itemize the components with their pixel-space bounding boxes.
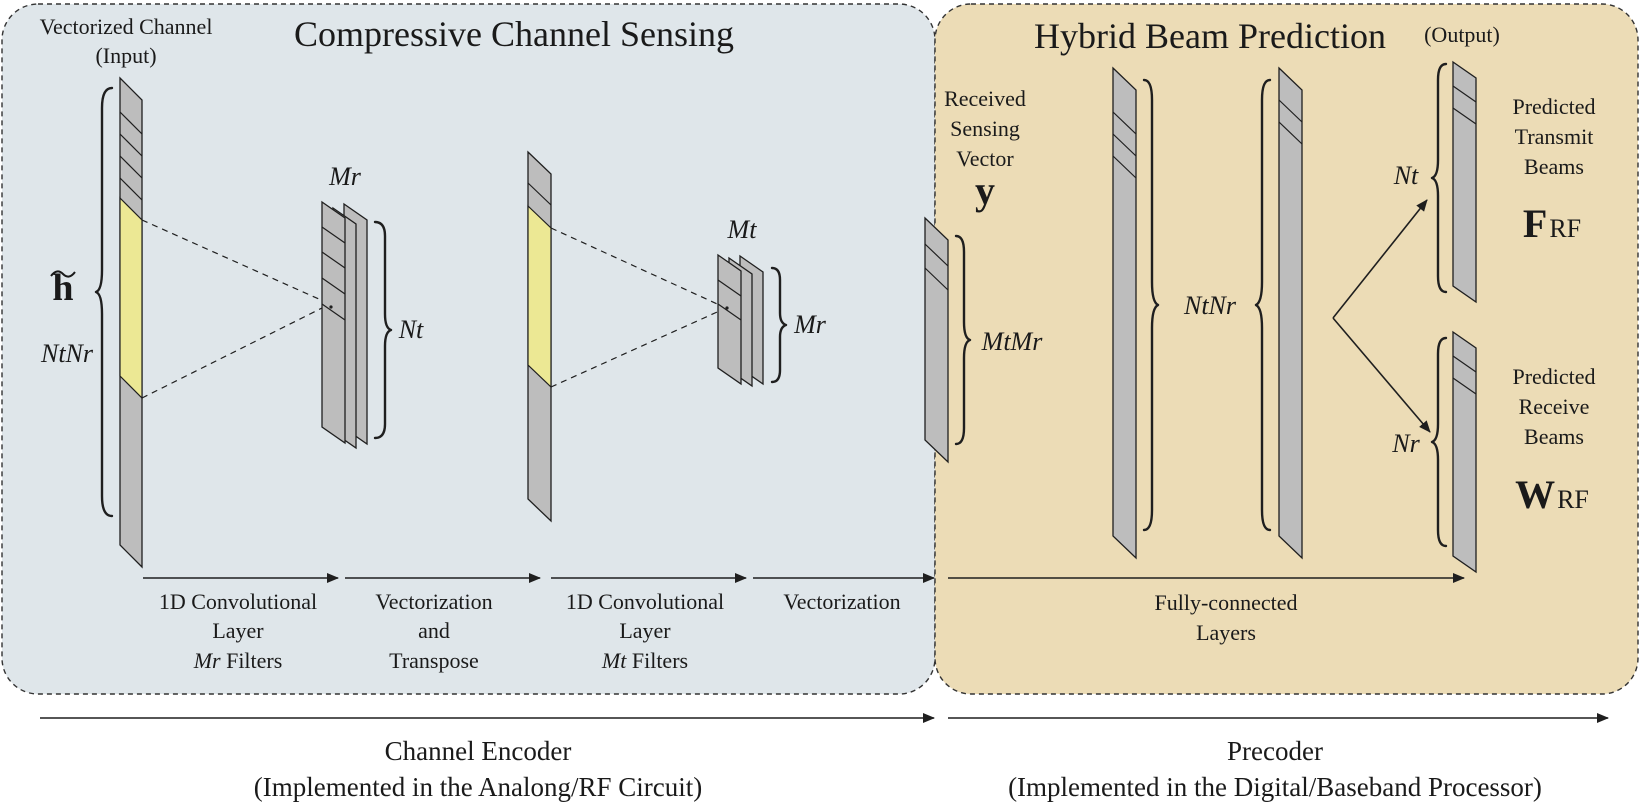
step1-line2: Layer <box>212 618 264 643</box>
input-label-line1: Vectorized Channel <box>40 14 213 39</box>
step3-line1: 1D Convolutional <box>566 589 724 614</box>
input-label-line2: (Input) <box>95 43 156 68</box>
split-arrow-receive <box>1332 317 1431 433</box>
encoder-subtitle: (Implemented in the Analong/RF Circuit) <box>254 772 702 802</box>
step5-line1: Fully-connected <box>1155 590 1298 615</box>
receptive-field-line <box>141 303 331 399</box>
transmit-label-line2: Transmit <box>1515 124 1594 149</box>
step4-line1: Vectorization <box>783 589 900 614</box>
conv2-size-brace <box>770 266 788 384</box>
output-label: (Output) <box>1424 22 1500 47</box>
input-tilde-accent <box>50 270 76 278</box>
receive-label-line3: Beams <box>1524 424 1584 449</box>
sensing-label-line3: Vector <box>956 146 1014 171</box>
transmit-symbol: FRF <box>1523 201 1581 246</box>
conv2-filters-symbol: Mt <box>727 215 758 244</box>
receive-size-label: Nr <box>1391 429 1420 458</box>
transmit-size-brace <box>1430 62 1448 294</box>
step3-line3: Mt Filters <box>601 648 688 673</box>
sensing-vector <box>924 216 949 464</box>
step2-line3: Transpose <box>389 648 479 673</box>
sensing-size-brace <box>954 234 972 446</box>
input-vector <box>119 76 143 569</box>
sensing-label-line1: Received <box>944 86 1026 111</box>
step2-line1: Vectorization <box>375 589 492 614</box>
sensing-label-line2: Sensing <box>950 116 1020 141</box>
conv1-size-label: Nt <box>398 315 424 344</box>
split-arrow-transmit <box>1332 199 1428 319</box>
sensing-size-label: MtMr <box>981 327 1044 356</box>
fc-layer-1-brace <box>1142 78 1160 532</box>
conv2-feature-stack <box>717 253 764 388</box>
input-size-label: NtNr <box>40 339 94 368</box>
input-size-brace <box>94 86 114 518</box>
receive-label-line2: Receive <box>1519 394 1590 419</box>
conv2-size-label: Mr <box>793 310 827 339</box>
transposed-vector <box>527 150 552 523</box>
receive-label-line1: Predicted <box>1512 364 1595 389</box>
step5-line2: Layers <box>1196 620 1256 645</box>
conv1-feature-stack <box>321 200 368 450</box>
step2-line2: and <box>418 618 450 643</box>
transmit-size-label: Nt <box>1393 161 1419 190</box>
step1-line1: 1D Convolutional <box>159 589 317 614</box>
step1-line3: Mr Filters <box>193 648 283 673</box>
transmit-label-line1: Predicted <box>1512 94 1595 119</box>
fc-layer-2 <box>1278 66 1303 560</box>
precoder-title: Precoder <box>1227 736 1323 766</box>
receptive-field-line <box>141 219 331 305</box>
receive-symbol: WRF <box>1515 472 1589 517</box>
transmit-label-line3: Beams <box>1524 154 1584 179</box>
left-panel-title: Compressive Channel Sensing <box>294 14 734 54</box>
conv1-size-brace <box>373 220 393 440</box>
transmit-beams-vector <box>1452 60 1477 304</box>
sensing-symbol: y <box>975 168 995 213</box>
step3-line2: Layer <box>619 618 671 643</box>
right-panel-title: Hybrid Beam Prediction <box>1034 16 1386 56</box>
fc-size-label: NtNr <box>1183 291 1237 320</box>
encoder-title: Channel Encoder <box>385 736 572 766</box>
fc-layer-1 <box>1112 66 1137 560</box>
receive-size-brace <box>1430 336 1448 548</box>
precoder-subtitle: (Implemented in the Digital/Baseband Pro… <box>1008 772 1542 802</box>
conv1-filters-symbol: Mr <box>328 162 362 191</box>
fc-layer-2-brace <box>1254 78 1272 532</box>
receive-beams-vector <box>1452 330 1477 574</box>
